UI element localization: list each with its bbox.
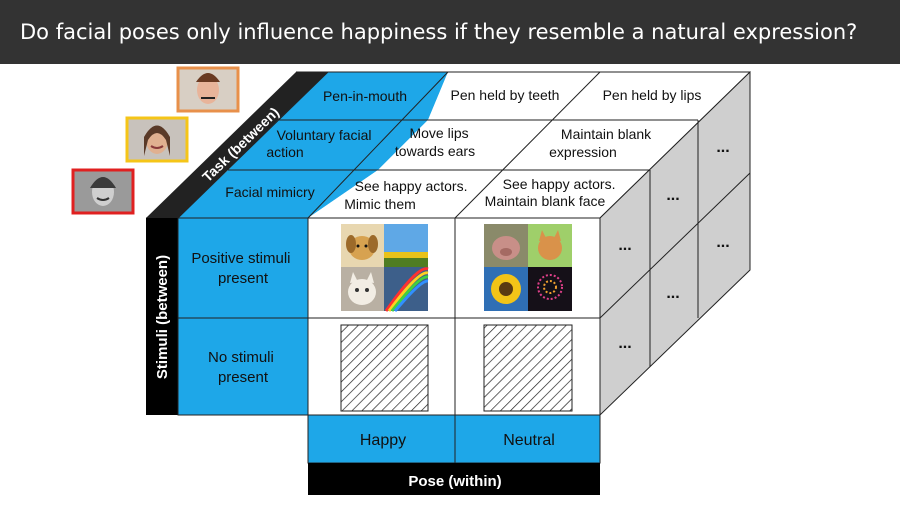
side-ellipsis-2: ... [666,187,679,204]
stimuli-axis-label: Stimuli (between) [154,255,171,379]
task-level-voluntary-cell [228,120,428,170]
top-face-white [308,72,750,218]
side-face [600,72,750,415]
face-photo-mimicry [71,168,135,215]
happy-stimuli-images [341,224,429,312]
pose-neutral-label: Neutral [503,432,555,449]
maintain-blank-expression-label: Maintain blank expression [549,126,655,160]
task-level-voluntary-label: Voluntary facial action [266,127,375,160]
pen-lips-label: Pen held by lips [603,87,702,103]
side-face-grid [599,70,751,417]
move-lips-label: Move lips towards ears [395,125,475,159]
pen-teeth-label: Pen held by teeth [451,87,560,103]
pose-happy-label: Happy [360,432,406,449]
side-ellipsis-3: ... [618,237,631,254]
task-level-mimicry-cell [178,170,378,218]
blank-face-label: See happy actors. Maintain blank face [485,176,620,209]
face-photo-voluntary [125,116,189,163]
fireworks-image [528,267,572,311]
task-level-voluntary-line1: Voluntary facial [277,127,372,143]
mimic-happy-label: See happy actors. Mimic them [344,178,471,212]
no-stimuli-hatch-happy [340,324,429,412]
task-level-pen-label: Pen-in-mouth [323,88,407,104]
pose-level-neutral-cell [454,414,601,464]
no-stimuli-hatch-neutral [483,324,573,412]
pose-axis-bar [308,463,600,495]
side-ellipsis-6: ... [618,335,631,352]
positive-stimuli-label: Positive stimuli present [191,250,294,287]
side-ellipsis-5: ... [666,285,679,302]
task-axis-bar [146,72,328,218]
side-ellipsis-1: ... [716,139,729,156]
task-level-voluntary-line2: action [266,144,303,160]
stimuli-axis-bar [146,218,178,415]
side-ellipsis-4: ... [716,234,729,251]
face-photo-pen [176,66,240,113]
stimuli-level-positive-cell [177,217,309,319]
pose-axis-label: Pose (within) [408,473,501,490]
slide-title: Do facial poses only influence happiness… [0,0,900,64]
task-level-pen-cell [278,72,448,120]
task-level-mimicry-label: Facial mimicry [225,184,314,200]
no-stimuli-label: No stimuli present [208,349,278,386]
neutral-stimuli-images [484,224,572,311]
stimuli-level-none-cell [177,317,309,416]
